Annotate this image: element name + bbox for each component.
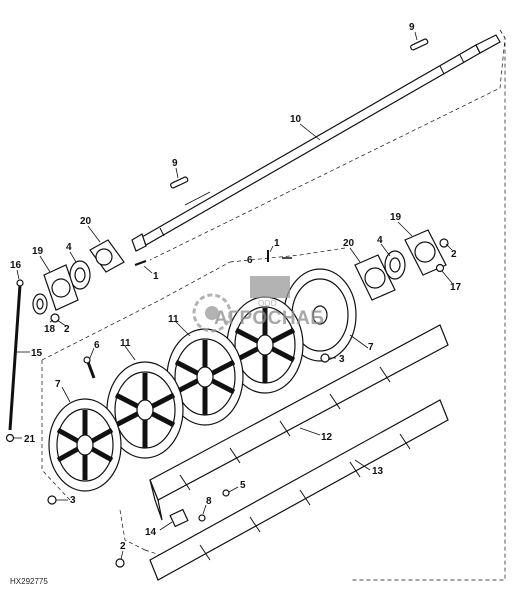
- key-lower: [170, 176, 189, 189]
- callout-1-upper: 1: [274, 238, 280, 249]
- callout-21: 21: [24, 434, 36, 445]
- callout-1-left: 1: [153, 271, 159, 282]
- callout-19-right: 19: [390, 212, 402, 223]
- leader-lines: [14, 31, 453, 560]
- callout-13: 13: [372, 466, 384, 477]
- callout-5: 5: [240, 480, 246, 491]
- callout-16: 16: [10, 260, 22, 271]
- callout-7-rear: 7: [368, 342, 374, 353]
- gear-hub-icon: [205, 306, 219, 320]
- callout-14: 14: [145, 527, 157, 538]
- upper-rail: [149, 324, 449, 521]
- nut-bottom: [115, 558, 125, 568]
- callout-2-right: 2: [451, 249, 457, 260]
- lower-rail: [149, 399, 449, 581]
- callout-6-front: 6: [94, 340, 100, 351]
- right-flange-plate: [354, 254, 396, 301]
- callout-19-left: 19: [32, 246, 44, 257]
- left-bearing: [69, 260, 91, 290]
- callout-10: 10: [290, 114, 302, 125]
- callout-15: 15: [31, 348, 43, 359]
- wheel-front-middle: [106, 361, 184, 459]
- callout-20-left: 20: [80, 216, 92, 227]
- callout-2-left: 2: [64, 324, 70, 335]
- callout-9-top: 9: [409, 22, 415, 33]
- bolt-left: [134, 260, 147, 266]
- bolt-upper: [267, 250, 292, 262]
- main-shaft: [131, 34, 501, 252]
- callout-3-front: 3: [70, 495, 76, 506]
- bracket-14: [169, 508, 189, 528]
- wheel-middle-left: [166, 328, 244, 426]
- callout-4-right: 4: [377, 235, 383, 246]
- callout-11-front: 11: [120, 338, 131, 349]
- callout-11-rear: 11: [168, 314, 179, 325]
- long-bolt: [83, 356, 96, 379]
- bolt-8: [198, 514, 206, 522]
- callout-labels: 9 10 9 20 19 4 16 1 1 6 20 4 19 2 17 18 …: [10, 22, 462, 552]
- watermark-text: АГРОСНАБ: [214, 308, 325, 329]
- long-rod: [5, 279, 24, 443]
- figure-code: HX292775: [10, 577, 48, 586]
- callout-3-rear: 3: [339, 354, 345, 365]
- key-upper: [410, 38, 429, 51]
- hex-nut-front: [47, 495, 57, 505]
- callout-9-mid: 9: [172, 158, 178, 169]
- callout-12: 12: [321, 432, 333, 443]
- callout-20-right: 20: [343, 238, 355, 249]
- left-bearing-housing: [43, 264, 79, 311]
- nut-right: [435, 238, 449, 273]
- right-bearing: [384, 250, 406, 280]
- callout-2-bottom: 2: [120, 541, 126, 552]
- hex-nut-rear: [320, 353, 330, 363]
- callout-18: 18: [44, 324, 56, 335]
- watermark-small-text: ООО: [258, 299, 277, 308]
- truck-icon: [250, 276, 290, 298]
- right-bearing-housing: [404, 229, 447, 276]
- bolt-5: [222, 489, 230, 497]
- left-flange-plate: [89, 239, 125, 273]
- wheel-front: [48, 398, 122, 492]
- callout-4-left: 4: [66, 242, 72, 253]
- watermark: ООО АГРОСНАБ: [192, 276, 325, 333]
- gear-icon: [192, 293, 232, 333]
- callout-6-upper: 6: [247, 255, 253, 266]
- callout-7-front: 7: [55, 379, 61, 390]
- callout-8: 8: [206, 496, 212, 507]
- left-seal: [32, 293, 48, 315]
- wheel-middle-right: [226, 296, 304, 394]
- callout-17: 17: [450, 282, 462, 293]
